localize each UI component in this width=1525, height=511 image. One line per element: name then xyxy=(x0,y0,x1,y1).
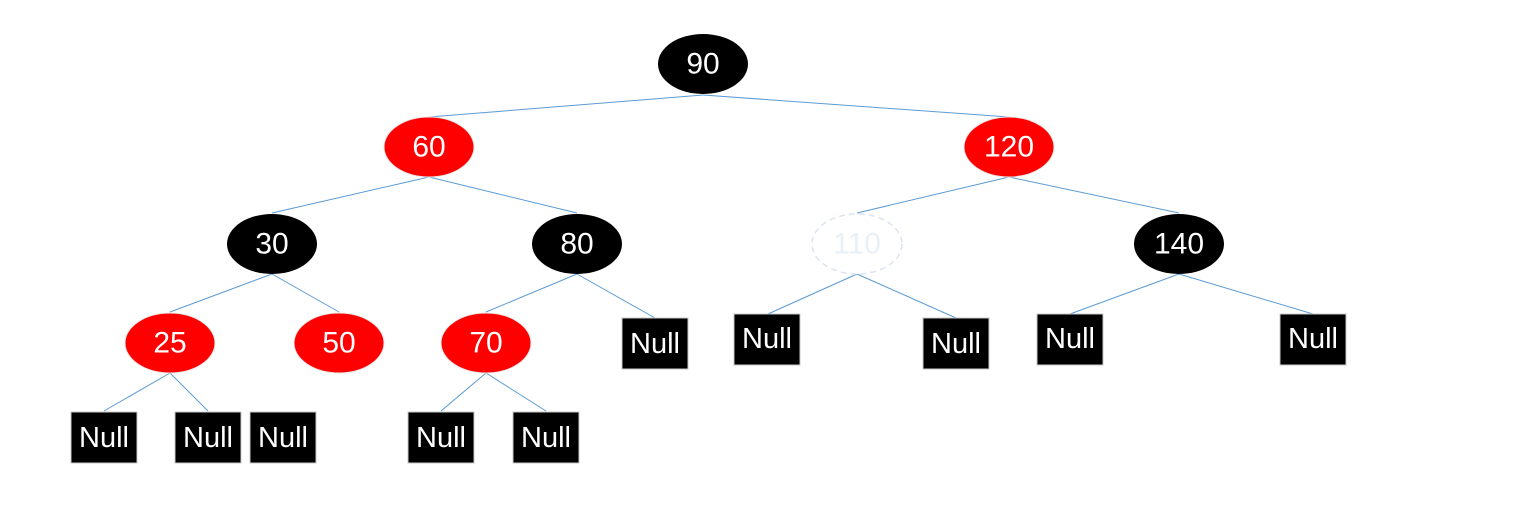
edge-30-50 xyxy=(271,273,340,313)
node-circle-red xyxy=(383,116,475,178)
null-box xyxy=(1036,313,1104,366)
tree-node-70: 70 xyxy=(440,312,532,374)
edge-70-null-left xyxy=(440,372,487,412)
edge-90-60 xyxy=(428,94,704,118)
tree-node-110: 110 xyxy=(811,213,903,275)
node-label: 120 xyxy=(984,131,1034,164)
tree-node-120: 120 xyxy=(963,116,1055,178)
null-label: Null xyxy=(1288,323,1338,355)
null-box xyxy=(733,313,801,366)
null-leaf: Null xyxy=(922,317,990,370)
null-box xyxy=(1279,313,1347,366)
tree-node-25: 25 xyxy=(124,312,216,374)
null-label: Null xyxy=(630,328,680,360)
tree-edges xyxy=(103,94,1314,412)
null-label: Null xyxy=(521,422,571,454)
node-circle-red xyxy=(440,312,532,374)
null-label: Null xyxy=(1045,323,1095,355)
edge-70-null-right xyxy=(485,372,547,412)
edge-110-null-left xyxy=(767,273,858,315)
null-leaf: Null xyxy=(407,411,475,464)
null-label: Null xyxy=(79,422,129,454)
node-label: 90 xyxy=(686,48,719,81)
edge-140-null-right xyxy=(1178,273,1314,315)
node-circle-black xyxy=(1134,214,1224,274)
null-label: Null xyxy=(183,422,233,454)
null-label: Null xyxy=(258,422,308,454)
node-label: 140 xyxy=(1154,228,1204,261)
null-label: Null xyxy=(931,328,981,360)
edge-80-null xyxy=(576,273,656,319)
node-label: 25 xyxy=(153,327,186,360)
null-box xyxy=(512,411,580,464)
null-leaf: Null xyxy=(621,317,689,370)
tree-node-90: 90 xyxy=(658,34,748,94)
tree-node-50: 50 xyxy=(293,312,385,374)
node-label: 70 xyxy=(469,327,502,360)
null-leaf: Null xyxy=(733,313,801,366)
tree-node-80: 80 xyxy=(532,214,622,274)
node-circle-red xyxy=(963,116,1055,178)
edge-140-null-left xyxy=(1069,273,1180,315)
node-label: 110 xyxy=(833,228,881,261)
node-circle-black xyxy=(227,214,317,274)
edge-60-30 xyxy=(271,176,430,214)
null-box xyxy=(249,411,317,464)
edge-90-120 xyxy=(702,94,1010,118)
tree-node-30: 30 xyxy=(227,214,317,274)
node-circle-red xyxy=(293,312,385,374)
node-label: 60 xyxy=(412,131,445,164)
null-leaf: Null xyxy=(174,411,242,464)
edge-110-null-right xyxy=(856,273,957,319)
node-circle-ghost xyxy=(811,213,903,275)
null-leaf: Null xyxy=(1279,313,1347,366)
edge-25-null-right xyxy=(169,372,209,412)
null-box xyxy=(174,411,242,464)
null-label: Null xyxy=(742,323,792,355)
null-box xyxy=(407,411,475,464)
null-box xyxy=(70,411,138,464)
node-circle-red xyxy=(124,312,216,374)
null-label: Null xyxy=(416,422,466,454)
node-label: 80 xyxy=(560,228,593,261)
null-leaf: Null xyxy=(512,411,580,464)
null-leaf: Null xyxy=(249,411,317,464)
edge-120-110 xyxy=(856,176,1010,214)
edge-60-80 xyxy=(428,176,578,214)
node-circle-black xyxy=(532,214,622,274)
edge-30-25 xyxy=(169,273,273,313)
node-circle-black xyxy=(658,34,748,94)
tree-node-60: 60 xyxy=(383,116,475,178)
edge-25-null-left xyxy=(103,372,171,412)
edge-120-140 xyxy=(1008,176,1180,214)
node-label: 30 xyxy=(255,228,288,261)
null-box xyxy=(621,317,689,370)
null-box xyxy=(922,317,990,370)
null-leaf: Null xyxy=(1036,313,1104,366)
node-label: 50 xyxy=(322,327,355,360)
edge-80-70 xyxy=(485,273,578,313)
tree-node-140: 140 xyxy=(1134,214,1224,274)
null-leaf: Null xyxy=(70,411,138,464)
